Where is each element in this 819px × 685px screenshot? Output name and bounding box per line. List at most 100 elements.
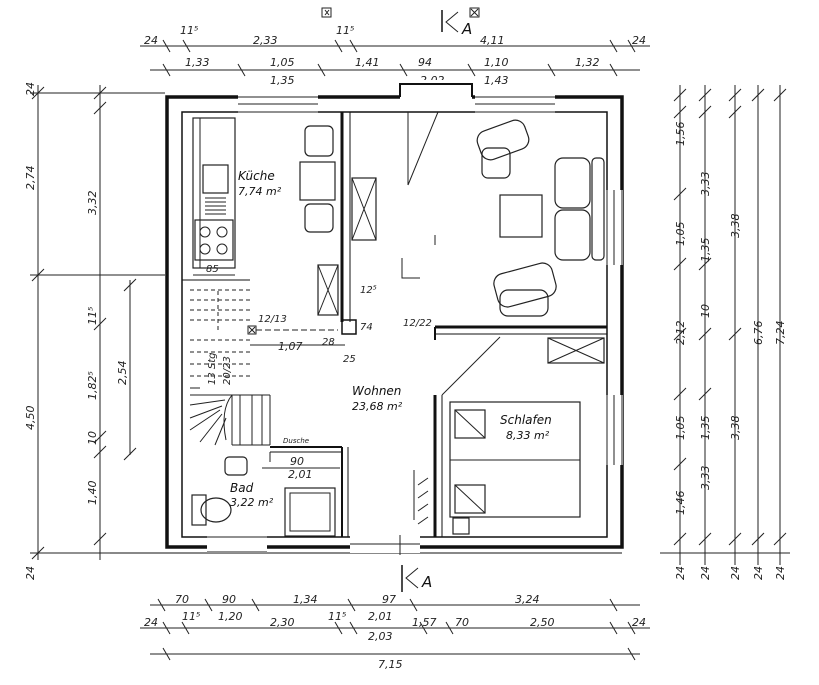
kitchen-table: [299, 161, 336, 201]
living-area: 23,68 m²: [352, 400, 403, 413]
nightstand: [452, 517, 470, 535]
section-marker-box: [321, 7, 332, 18]
kitchen-chair: [304, 203, 334, 233]
section-marker-top: A: [441, 7, 480, 38]
toilet-tank: [191, 494, 207, 526]
right-dim-156: 1,56: [674, 122, 687, 147]
kitchen-drawers: [205, 197, 226, 215]
coffee-table: [499, 194, 543, 238]
armchair: [493, 262, 557, 308]
left-dim-140: 1,40: [86, 481, 99, 506]
stair-count: 13 Stg: [207, 352, 218, 385]
staircase: 12/13 13 Stg 20/23 1,07 28 25: [189, 289, 356, 446]
top-dim-15: 1,43: [484, 74, 509, 87]
wardrobe: [547, 337, 605, 364]
living-dim-74: 74: [360, 322, 373, 333]
bottom-dim-120: 1,20: [218, 610, 243, 623]
living-room: 12⁵ 74 12/22 Wohnen 23,68 m²: [351, 119, 605, 555]
top-dim-10: 94: [418, 56, 432, 69]
section-label-bottom: A: [421, 573, 432, 591]
top-dimension-chain: 24 11⁵ 2,33 11⁵ 4,11 24 1,33 1,05 1,41 9…: [140, 24, 650, 87]
armchair: [476, 119, 530, 161]
bottom-dim-201: 2,01: [368, 610, 393, 623]
top-dim-5: 4,11: [480, 34, 505, 47]
pillow: [454, 409, 486, 439]
top-dim-9: 1,41: [355, 56, 380, 69]
living-name: Wohnen: [352, 384, 401, 398]
right-dim-105b: 1,05: [674, 416, 687, 441]
bathroom: 90 2,01 Dusche Bad 3,22 m²: [191, 437, 340, 537]
right-dim-105a: 1,05: [674, 222, 687, 247]
left-dim-115: 11⁵: [86, 307, 99, 325]
bottom-dim-115a: 11⁵: [182, 610, 200, 623]
pillow: [454, 484, 486, 514]
kitchen-sink: [202, 164, 229, 194]
stove: [194, 219, 234, 261]
right-dim-724: 7,24: [774, 321, 787, 346]
bottom-dim-24b: 24: [632, 616, 646, 629]
right-dim-146: 1,46: [674, 491, 687, 516]
left-dimension-chain: 2,74 4,50 24 24 3,32 11⁵ 1,82⁵ 10 1,40 2…: [24, 82, 165, 580]
left-dim-274: 2,74: [24, 166, 37, 191]
top-dim-12: 1,32: [575, 56, 600, 69]
left-dim-24b: 24: [24, 566, 37, 580]
outer-walls: [110, 80, 624, 554]
bottom-dim-203: 2,03: [368, 630, 393, 643]
sofa-seat: [554, 209, 591, 261]
top-dim-4: 11⁵: [336, 24, 354, 37]
left-dim-1825: 1,82⁵: [86, 371, 99, 400]
top-dim-8: 1,05: [270, 56, 295, 69]
bath-dim-201: 2,01: [288, 468, 313, 481]
bottom-dim-24a: 24: [144, 616, 158, 629]
top-dim-13: 1,35: [270, 74, 295, 87]
bottom-dim-324: 3,24: [515, 593, 540, 606]
right-dim-333b: 3,33: [699, 466, 712, 491]
kitchen-dim-85: 85: [206, 264, 219, 275]
right-dim-676: 6,76: [752, 321, 765, 346]
kitchen-chair: [304, 125, 334, 157]
sofa-back: [591, 157, 605, 261]
top-dim-6: 24: [632, 34, 646, 47]
bottom-dim-70b: 70: [455, 616, 469, 629]
stair-dim-107: 1,07: [278, 340, 303, 353]
bath-dim-90: 90: [290, 455, 304, 468]
right-dimension-chain: 1,56 1,05 2,12 1,05 1,46 24 3,33 1,35 10…: [660, 85, 790, 580]
bottom-dim-157: 1,57: [412, 616, 437, 629]
right-dim-24e: 24: [774, 566, 787, 580]
washbasin: [224, 456, 248, 476]
left-dim-10: 10: [86, 431, 99, 445]
sofa-seat: [554, 157, 591, 209]
bath-name: Bad: [230, 481, 254, 495]
section-marker-bottom: A: [401, 565, 432, 592]
right-dim-24c: 24: [729, 566, 742, 580]
bath-area: 3,22 m²: [230, 496, 274, 509]
left-dim-332: 3,32: [86, 191, 99, 216]
right-dim-333a: 3,33: [699, 172, 712, 197]
bottom-dim-70: 70: [175, 593, 189, 606]
top-dim-11: 1,10: [484, 56, 509, 69]
bottom-dim-115b: 11⁵: [328, 610, 346, 623]
kitchen: Küche 7,74 m² 85: [192, 117, 339, 316]
stair-dim-28: 28: [322, 337, 335, 348]
right-dim-24b: 24: [699, 566, 712, 580]
shower: [284, 487, 336, 537]
right-dim-135a: 1,35: [699, 238, 712, 263]
kitchen-area: 7,74 m²: [238, 185, 282, 198]
coat-rack: [413, 470, 429, 525]
right-dim-24a: 24: [674, 566, 687, 580]
stair-rise-label: 12/13: [258, 314, 287, 325]
top-dim-7: 1,33: [185, 56, 210, 69]
right-dim-212: 2,12: [674, 321, 687, 346]
left-dim-24a: 24: [24, 82, 37, 96]
right-dim-135b: 1,35: [699, 416, 712, 441]
bedroom-area: 8,33 m²: [506, 429, 550, 442]
right-dim-24d: 24: [752, 566, 765, 580]
kitchen-name: Küche: [238, 169, 275, 183]
living-cabinet: [351, 177, 377, 241]
section-label-top: A: [461, 20, 472, 38]
left-dim-450: 4,50: [24, 406, 37, 431]
bottom-dim-230: 2,30: [270, 616, 295, 629]
bottom-dim-97: 97: [382, 593, 396, 606]
right-dim-338b: 3,38: [729, 416, 742, 441]
bottom-dim-134: 1,34: [293, 593, 318, 606]
